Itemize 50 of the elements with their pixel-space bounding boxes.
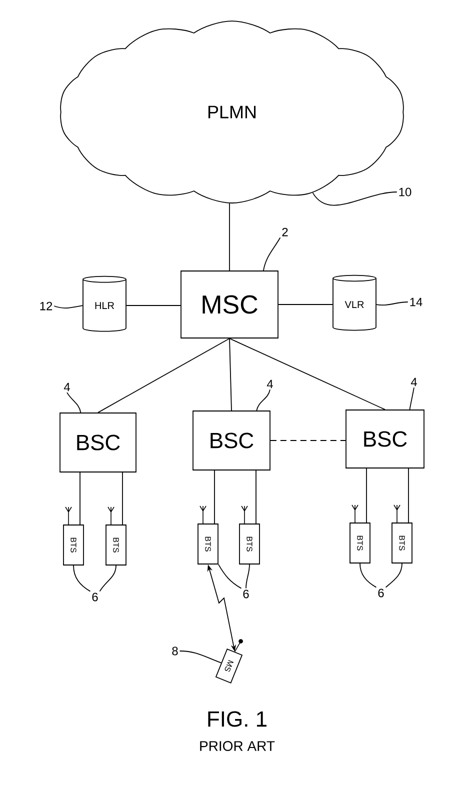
reference-numeral: 14 [410,298,422,306]
connection-line [122,472,123,525]
leader-line [376,302,408,306]
reference-numeral: 4 [64,382,70,392]
leader-line [312,192,398,206]
connection-line [126,305,181,306]
base-station-box: BTS [239,524,260,564]
leader-line [179,650,222,664]
connection-line [278,304,333,305]
base-station-box: BTS [392,522,412,564]
base-station-box: BTS [350,522,370,564]
leader-line [246,564,250,589]
connection-line [408,468,409,523]
reference-numeral: 8 [172,646,178,656]
leader-line [218,564,242,589]
controller-box: BSC [60,412,136,472]
base-station-box: BTS [63,524,84,566]
reference-numeral: 6 [378,588,384,598]
connection-line [270,440,346,441]
connection-line [229,338,232,411]
leader-line [256,389,270,411]
reference-numeral: 10 [399,188,412,196]
leader-line [73,565,91,592]
figure-caption: PRIOR ART [200,741,275,751]
reference-numeral: 4 [266,380,273,388]
base-station-box: BTS [198,524,218,564]
leader-line [263,237,281,271]
connection-line [366,468,367,523]
controller-box: MSC [180,270,278,338]
leader-line [66,392,82,413]
leader-line [360,563,377,588]
leader-line [385,563,402,588]
leader-line [54,305,83,308]
controller-box: BSC [192,410,270,470]
figure-caption: FIG. 1 [208,711,266,727]
reference-numeral: 6 [243,590,249,598]
reference-numeral: 4 [410,378,417,386]
reference-numeral: 6 [92,592,98,602]
connection-line [214,470,215,524]
base-station-box: BTS [106,524,126,566]
leader-line [99,565,116,592]
controller-box: BSC [346,410,424,468]
connection-line [98,338,230,413]
connection-line [229,203,230,271]
database-cylinder: HLR [82,276,126,332]
reference-numeral: 12 [40,302,52,310]
database-cylinder: VLR [332,274,376,331]
leader-line [409,387,414,410]
connection-line [229,338,386,410]
reference-numeral: 2 [282,228,288,236]
